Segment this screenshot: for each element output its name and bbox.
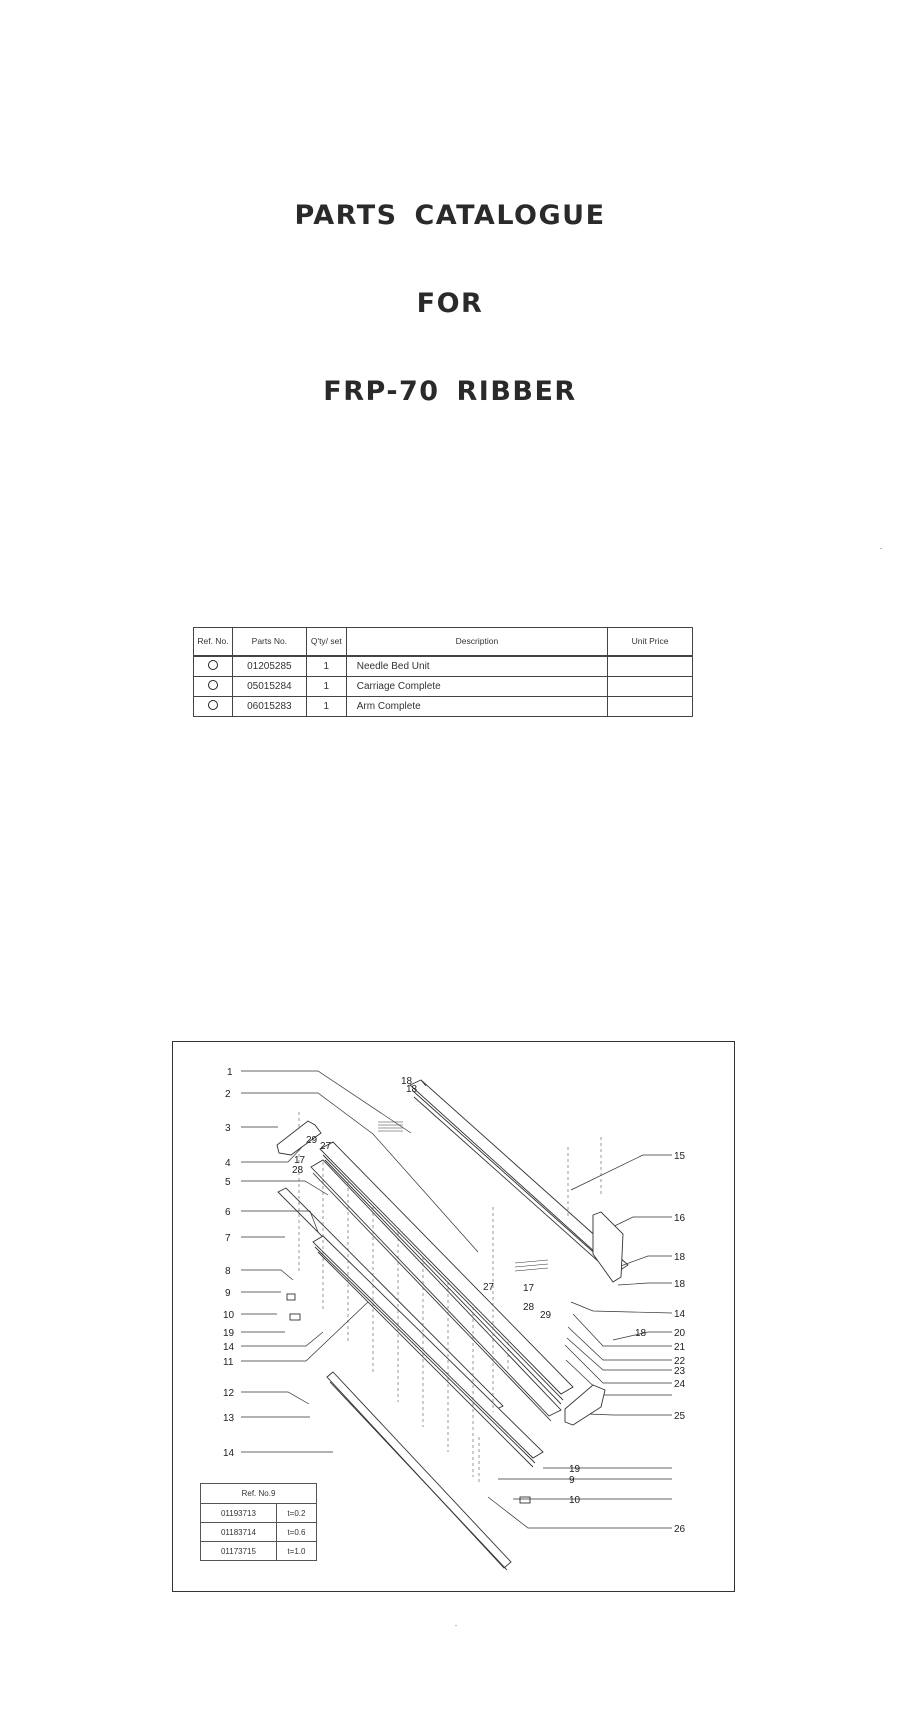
svg-text:29: 29 xyxy=(306,1135,318,1146)
table-row: 05015284 1 Carriage Complete xyxy=(193,676,693,697)
description: Carriage Complete xyxy=(345,676,609,697)
ref9-thickness: t=0.2 xyxy=(275,1503,318,1523)
parts-no: 05015284 xyxy=(231,676,307,697)
svg-text:17: 17 xyxy=(294,1155,306,1166)
svg-text:18: 18 xyxy=(406,1084,418,1095)
header-unit-price: Unit Price xyxy=(607,627,693,657)
ref9-parts-no: 01173715 xyxy=(200,1541,277,1561)
header-description: Description xyxy=(345,627,609,657)
description: Arm Complete xyxy=(345,696,609,717)
catalogue-model-name: FRP-70 RIBBER xyxy=(323,376,577,407)
svg-text:21: 21 xyxy=(674,1342,686,1353)
svg-text:24: 24 xyxy=(674,1379,686,1390)
svg-text:18: 18 xyxy=(674,1279,686,1290)
svg-text:27: 27 xyxy=(320,1141,332,1152)
circle-mark-icon xyxy=(207,700,218,710)
svg-text:16: 16 xyxy=(674,1213,686,1224)
svg-text:11: 11 xyxy=(223,1357,234,1368)
right-callout-labels: 15 16 18 18 14 18 20 21 22 23 24 25 199 10 26 xyxy=(569,1151,686,1535)
svg-text:19: 19 xyxy=(223,1328,235,1339)
circle-mark-icon xyxy=(207,660,218,670)
catalogue-title-for: FOR xyxy=(416,288,484,319)
svg-text:28: 28 xyxy=(292,1165,304,1176)
svg-text:17: 17 xyxy=(523,1283,535,1294)
ref9-thickness: t=1.0 xyxy=(275,1541,318,1561)
ref-mark xyxy=(193,676,233,697)
qty: 1 xyxy=(305,655,347,677)
svg-text:3: 3 xyxy=(225,1123,231,1134)
svg-text:12: 12 xyxy=(223,1388,235,1399)
svg-text:27: 27 xyxy=(483,1282,495,1293)
header-ref-no: Ref. No. xyxy=(193,627,233,657)
svg-text:20: 20 xyxy=(674,1328,686,1339)
unit-price xyxy=(607,655,693,677)
svg-text:6: 6 xyxy=(225,1207,231,1218)
table-row: 01193713 t=0.2 xyxy=(200,1503,318,1523)
circle-mark-icon xyxy=(207,680,218,690)
unit-price xyxy=(607,696,693,717)
table-row: 01173715 t=1.0 xyxy=(200,1541,318,1561)
svg-text:18: 18 xyxy=(674,1252,686,1263)
parts-table-header: Ref. No. Parts No. Q'ty/ set Description… xyxy=(193,627,693,657)
qty: 1 xyxy=(305,676,347,697)
svg-text:28: 28 xyxy=(523,1302,535,1313)
svg-text:22: 22 xyxy=(674,1356,686,1367)
scan-speck xyxy=(880,548,882,549)
svg-text:14: 14 xyxy=(223,1448,235,1459)
ref9-header: Ref. No.9 xyxy=(200,1483,317,1504)
svg-text:13: 13 xyxy=(223,1413,235,1424)
table-row: 01205285 1 Needle Bed Unit xyxy=(193,655,693,677)
svg-text:26: 26 xyxy=(674,1524,686,1535)
svg-text:4: 4 xyxy=(225,1158,231,1169)
svg-text:7: 7 xyxy=(225,1233,231,1244)
svg-text:23: 23 xyxy=(674,1366,686,1377)
svg-text:14: 14 xyxy=(223,1342,235,1353)
svg-text:10: 10 xyxy=(223,1310,235,1321)
parts-no: 06015283 xyxy=(231,696,307,717)
table-row: 01183714 t=0.6 xyxy=(200,1522,318,1542)
table-row: 06015283 1 Arm Complete xyxy=(193,696,693,717)
unit-price xyxy=(607,676,693,697)
parts-table: Ref. No. Parts No. Q'ty/ set Description… xyxy=(193,627,693,717)
description: Needle Bed Unit xyxy=(345,655,609,677)
ref9-parts-no: 01183714 xyxy=(200,1522,277,1542)
scan-speck xyxy=(455,1625,457,1626)
parts-no: 01205285 xyxy=(231,655,307,677)
header-parts-no: Parts No. xyxy=(231,627,307,657)
svg-text:1: 1 xyxy=(227,1067,233,1078)
ref9-shim-table: Ref. No.9 01193713 t=0.2 01183714 t=0.6 … xyxy=(200,1483,318,1561)
svg-text:18: 18 xyxy=(401,1076,413,1087)
svg-text:29: 29 xyxy=(540,1310,552,1321)
svg-text:9: 9 xyxy=(569,1475,575,1486)
ref9-parts-no: 01193713 xyxy=(200,1503,277,1523)
ref9-thickness: t=0.6 xyxy=(275,1522,318,1542)
svg-text:8: 8 xyxy=(225,1266,231,1277)
svg-text:5: 5 xyxy=(225,1177,231,1188)
svg-text:14: 14 xyxy=(674,1309,686,1320)
svg-text:2: 2 xyxy=(225,1089,231,1100)
ref-mark xyxy=(193,696,233,717)
svg-text:9: 9 xyxy=(225,1288,231,1299)
qty: 1 xyxy=(305,696,347,717)
svg-text:15: 15 xyxy=(674,1151,686,1162)
svg-text:19: 19 xyxy=(569,1464,581,1475)
svg-text:18: 18 xyxy=(635,1328,647,1339)
header-qty: Q'ty/ set xyxy=(305,627,347,657)
ref-mark xyxy=(193,655,233,677)
svg-text:25: 25 xyxy=(674,1411,686,1422)
catalogue-title: PARTS CATALOGUE xyxy=(294,200,606,231)
svg-text:10: 10 xyxy=(569,1495,581,1506)
